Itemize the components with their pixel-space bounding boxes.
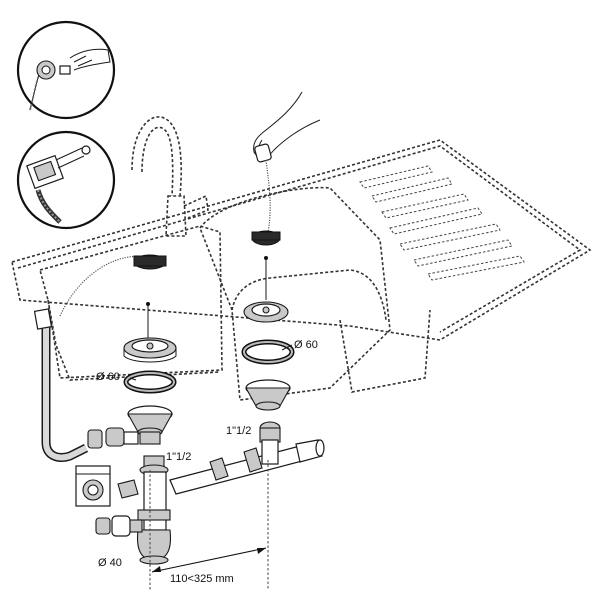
drain-assembly-right xyxy=(241,256,295,443)
label-diam-60-right: Ø 60 xyxy=(294,339,318,351)
connecting-pipe xyxy=(117,439,325,499)
drain-assembly-left xyxy=(87,302,177,449)
siphon-trap xyxy=(95,455,172,565)
stopper-left-chain xyxy=(59,254,167,317)
label-diam-60-left: Ø 60 xyxy=(96,371,120,383)
overflow-pipe xyxy=(33,308,89,462)
leader-lines xyxy=(129,344,293,381)
detail-circle-hose-clip xyxy=(16,20,116,120)
sink-outline xyxy=(11,139,592,401)
detail-circle-overflow xyxy=(16,130,116,230)
faucet xyxy=(131,116,209,237)
washing-machine-icon xyxy=(75,465,111,507)
hand-with-stopper xyxy=(251,91,321,246)
dimension-lines xyxy=(149,460,269,590)
label-thread-right: 1"1/2 xyxy=(226,425,251,437)
hose-clip-connection-icon xyxy=(29,48,111,111)
label-thread-left: 1"1/2 xyxy=(166,451,191,463)
label-diam-40: Ø 40 xyxy=(98,557,122,569)
label-distance: 110<325 mm xyxy=(170,573,234,585)
overflow-hose-attachment-icon xyxy=(26,145,91,224)
